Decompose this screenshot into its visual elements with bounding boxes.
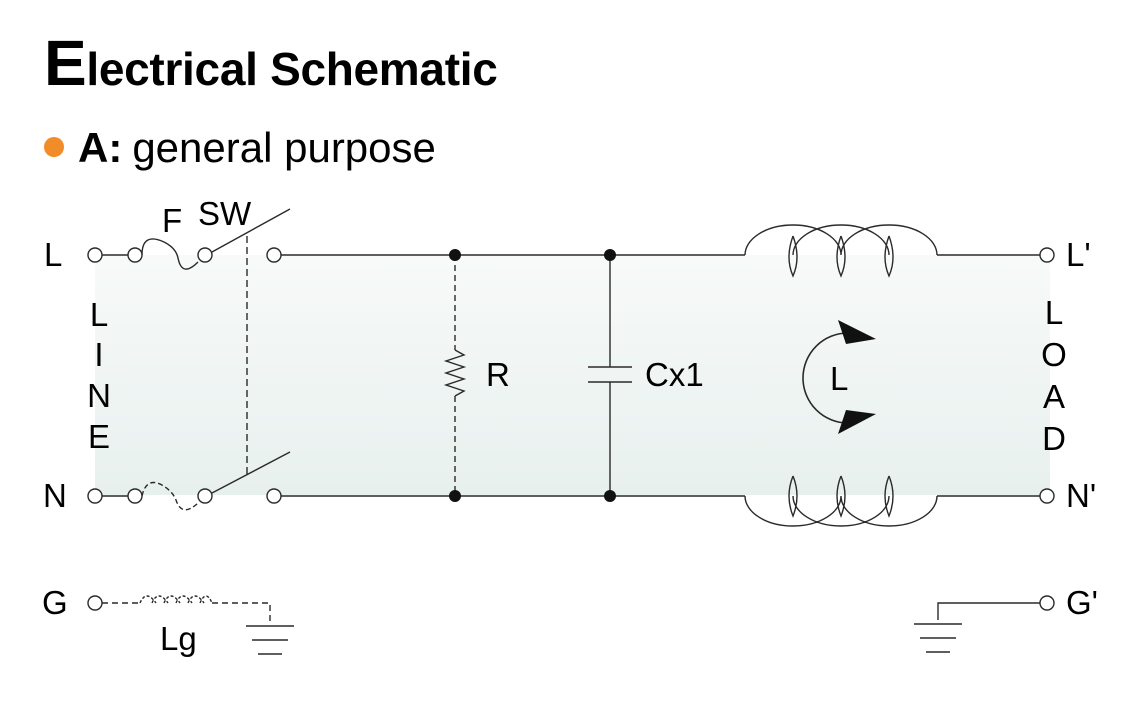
resistor-symbol bbox=[443, 349, 467, 397]
label-L-prime: L' bbox=[1066, 236, 1091, 273]
title-initial: E bbox=[44, 27, 87, 99]
title-rest: lectrical Schematic bbox=[86, 43, 498, 95]
label-L: L bbox=[44, 236, 62, 273]
bullet-dot-icon bbox=[44, 136, 64, 157]
load-word-letter: L bbox=[1045, 294, 1063, 331]
junction-dot bbox=[449, 249, 461, 261]
load-word-letter: O bbox=[1041, 336, 1067, 373]
terminal-G-prime bbox=[1039, 595, 1055, 611]
switch-blade-bottom bbox=[211, 451, 291, 494]
terminal-switch-contact-neutral bbox=[266, 488, 282, 504]
choke-loops-bottom bbox=[788, 475, 894, 518]
junction-dot bbox=[604, 490, 616, 502]
terminal-switch-pivot-neutral bbox=[197, 488, 213, 504]
filter-panel bbox=[95, 255, 1050, 495]
label-ground-inductor: Lg bbox=[160, 620, 197, 657]
label-N: N bbox=[43, 477, 67, 514]
arrowhead-bottom bbox=[838, 410, 876, 434]
label-inductor: L bbox=[830, 360, 848, 397]
label-G-prime: G' bbox=[1066, 584, 1098, 621]
terminal-switch-pivot bbox=[197, 247, 213, 263]
terminal-fuse-in-neutral bbox=[127, 488, 143, 504]
inductor-flux-arrow bbox=[802, 332, 849, 424]
label-switch: SW bbox=[198, 195, 252, 232]
junction-dot bbox=[449, 490, 461, 502]
label-capacitor: Cx1 bbox=[645, 356, 704, 393]
ground-inductor-symbol bbox=[139, 595, 213, 604]
label-G: G bbox=[42, 584, 68, 621]
choke-coil-bottom bbox=[744, 495, 938, 527]
load-word-letter: D bbox=[1042, 420, 1066, 457]
fuse-symbol bbox=[141, 238, 199, 270]
line-word-letter: L bbox=[90, 296, 108, 333]
terminal-L bbox=[87, 247, 103, 263]
line-word-letter: I bbox=[94, 336, 103, 373]
line-word-letter: N bbox=[87, 377, 111, 414]
label-N-prime: N' bbox=[1066, 477, 1096, 514]
bullet-text: general purpose bbox=[132, 124, 436, 171]
page-title: Electrical Schematic bbox=[44, 26, 498, 100]
terminal-L-prime bbox=[1039, 247, 1055, 263]
junction-dot bbox=[604, 249, 616, 261]
bullet-item: A:general purpose bbox=[44, 124, 436, 172]
label-resistor: R bbox=[486, 356, 510, 393]
terminal-N bbox=[87, 488, 103, 504]
switch-blade-top bbox=[211, 208, 291, 253]
terminal-G bbox=[87, 595, 103, 611]
arrowhead-top bbox=[838, 320, 876, 344]
terminal-fuse-in bbox=[127, 247, 143, 263]
terminal-switch-contact bbox=[266, 247, 282, 263]
bullet-label: A: bbox=[78, 124, 123, 171]
ground-wire-right bbox=[212, 602, 271, 622]
line-word-letter: E bbox=[88, 418, 110, 455]
terminal-N-prime bbox=[1039, 488, 1055, 504]
load-ground-wire bbox=[937, 602, 1040, 620]
label-fuse: F bbox=[162, 202, 182, 239]
load-word-letter: A bbox=[1043, 378, 1065, 415]
choke-coil-top bbox=[744, 224, 938, 256]
choke-loops-top bbox=[788, 235, 894, 278]
